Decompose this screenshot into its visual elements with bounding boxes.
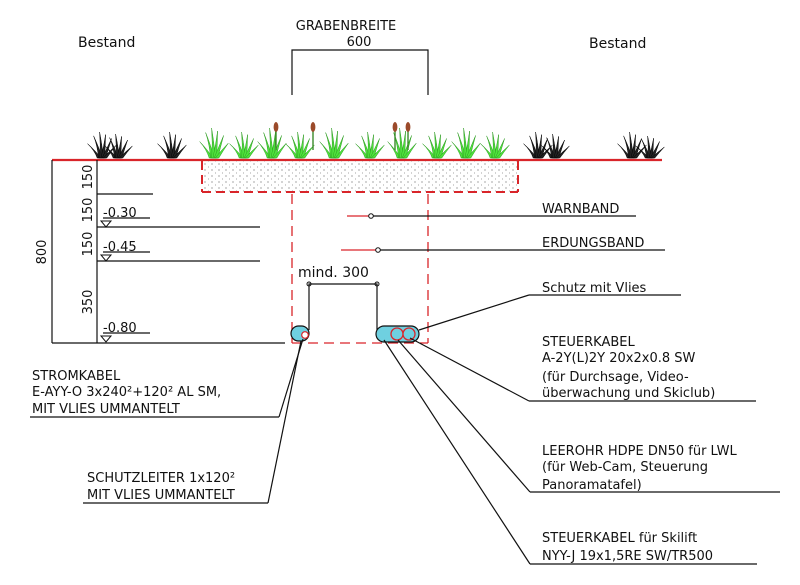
- stromkabel-line-1: STROMKABEL: [32, 369, 121, 384]
- grass-tuft-dark: [617, 131, 647, 159]
- steuerkabel-line-3: (für Durchsage, Video-: [542, 370, 689, 385]
- dim-total-800: 800: [35, 240, 50, 265]
- grass-tuft-green: [355, 131, 385, 159]
- depth-dimension-chain: 800 150 150 150 350: [35, 160, 285, 344]
- stromkabel-cable: [290, 325, 310, 342]
- grass-tuft-green: [422, 131, 452, 159]
- erdungsband-label: ERDUNGSBAND: [542, 236, 644, 251]
- level-080-label: -0.80: [103, 321, 137, 336]
- bestand-left-label: Bestand: [78, 35, 135, 51]
- grass-tuft-green: [319, 127, 349, 159]
- steuerkabel-skilift-callout: STEUERKABEL für Skilift NYY-J 19x1,5RE S…: [383, 339, 757, 565]
- grass-tuft-dark: [523, 131, 553, 159]
- bestand-right-label: Bestand: [589, 36, 646, 52]
- grass-tuft-green: [285, 131, 315, 159]
- trench-outline: [291, 194, 429, 344]
- level-030-label: -0.30: [103, 206, 137, 221]
- min-spacing-dimension: mind. 300: [298, 265, 380, 330]
- grabenbreite-value: 600: [347, 35, 372, 50]
- grass-vegetation: [87, 122, 665, 159]
- level-marker-030: -0.30: [99, 206, 150, 228]
- steuerkabel-callout: STEUERKABEL A-2Y(L)2Y 20x2x0.8 SW (für D…: [409, 335, 756, 402]
- grabenbreite-title: GRABENBREITE: [296, 19, 396, 34]
- grabenbreite-dimension: GRABENBREITE 600: [291, 19, 429, 95]
- schutzleiter-line-1: SCHUTZLEITER 1x120²: [87, 471, 235, 486]
- leerohr-callout: LEEROHR HDPE DN50 für LWL (für Web-Cam, …: [397, 339, 780, 493]
- level-marker-045: -0.45: [99, 240, 150, 262]
- level-marker-080: -0.80: [99, 321, 150, 343]
- warnband-label: WARNBAND: [542, 202, 619, 217]
- stromkabel-callout: STROMKABEL E-AYY-O 3x240²+120² AL SM, MI…: [30, 338, 304, 418]
- leerohr-line-2: (für Web-Cam, Steuerung: [542, 460, 708, 475]
- stromkabel-line-3: MIT VLIES UMMANTELT: [32, 402, 180, 417]
- grass-tuft-green: [199, 127, 229, 159]
- grass-tuft-green: [480, 131, 510, 159]
- dim-350: 350: [81, 290, 96, 315]
- reed-plant: [273, 122, 279, 150]
- grass-tuft-dark: [540, 133, 570, 159]
- grass-tuft-green: [387, 127, 417, 159]
- steuerkabel-line-2: A-2Y(L)2Y 20x2x0.8 SW: [542, 351, 695, 366]
- schutz-vlies-label: Schutz mit Vlies: [542, 281, 647, 296]
- reed-plant: [392, 122, 398, 150]
- grass-tuft-green: [257, 127, 287, 159]
- topsoil-layer: [201, 161, 519, 193]
- grass-tuft-green: [451, 127, 481, 159]
- reed-plant: [405, 122, 411, 150]
- mind-300-label: mind. 300: [298, 265, 369, 281]
- skilift-line-1: STEUERKABEL für Skilift: [542, 531, 697, 546]
- dim-150-top: 150: [81, 165, 96, 190]
- skilift-line-2: NYY-J 19x1,5RE SW/TR500: [542, 549, 713, 564]
- grass-tuft-dark: [635, 135, 665, 159]
- schutzleiter-callout: SCHUTZLEITER 1x120² MIT VLIES UMMANTELT: [83, 340, 302, 504]
- stromkabel-line-2: E-AYY-O 3x240²+120² AL SM,: [32, 385, 221, 400]
- schutz-vlies-callout: Schutz mit Vlies: [418, 281, 681, 331]
- grass-tuft-dark: [157, 131, 187, 159]
- dim-150-mid: 150: [81, 198, 96, 223]
- warnband: WARNBAND: [347, 202, 636, 219]
- steuerkabel-line-1: STEUERKABEL: [542, 335, 635, 350]
- dim-150-low: 150: [81, 232, 96, 257]
- erdungsband: ERDUNGSBAND: [341, 236, 665, 253]
- steuerkabel-line-4: überwachung und Skiclub): [542, 386, 715, 401]
- reed-plant: [310, 122, 316, 150]
- schutzleiter-line-2: MIT VLIES UMMANTELT: [87, 488, 235, 503]
- steuerkabel-cable-group: [375, 325, 420, 343]
- level-045-label: -0.45: [103, 240, 137, 255]
- grass-tuft-green: [229, 131, 259, 159]
- grass-tuft-dark: [103, 133, 133, 159]
- leerohr-line-1: LEEROHR HDPE DN50 für LWL: [542, 444, 737, 459]
- leerohr-line-3: Panoramatafel): [542, 478, 642, 493]
